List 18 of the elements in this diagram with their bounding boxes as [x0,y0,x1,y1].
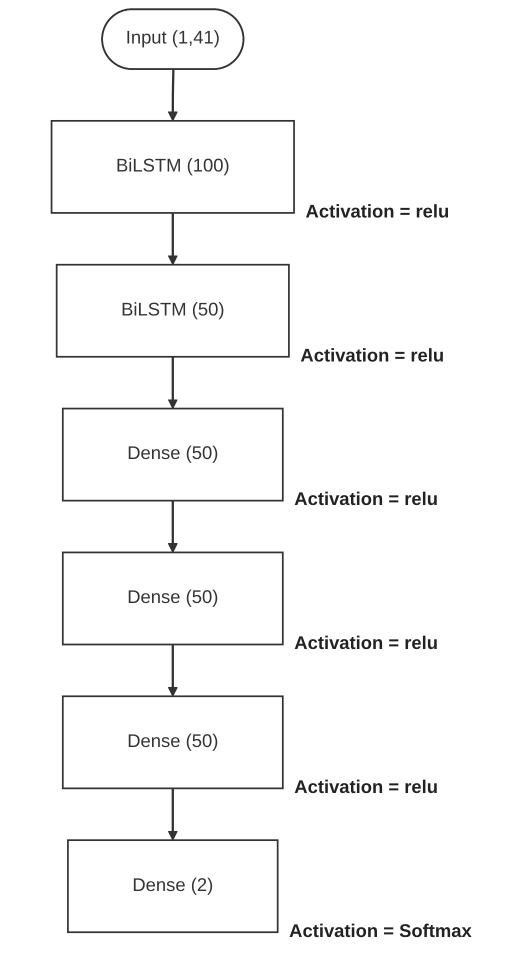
node-box: BiLSTM (100) [50,120,295,214]
arrow [168,500,178,553]
arrow [168,212,178,266]
activation-note: Activation = Softmax [289,920,472,941]
activation-note: Activation = relu [294,776,438,797]
node-box: Dense (50) [62,408,284,502]
node-box: BiLSTM (50) [56,264,290,358]
node-box: Dense (2) [67,839,279,934]
activation-note: Activation = relu [294,488,438,510]
arrow [168,70,178,122]
activation-note: Activation = relu [294,632,438,654]
arrow [168,788,178,841]
arrow [168,644,178,697]
arrow [168,356,178,410]
activation-note: Activation = relu [300,344,444,366]
activation-note: Activation = relu [306,200,450,222]
node-box: Dense (50) [62,552,284,646]
node-box: Dense (50) [62,695,284,790]
